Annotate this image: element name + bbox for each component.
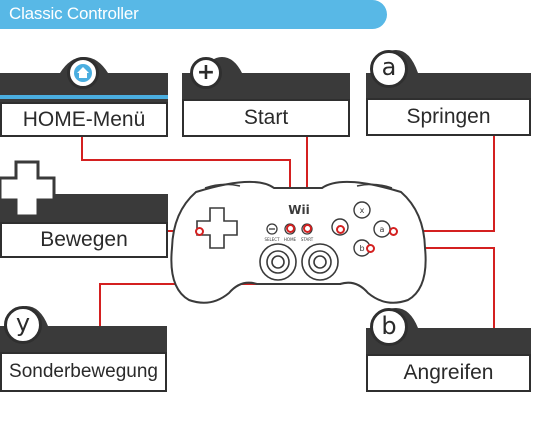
bewegen-label: Bewegen	[0, 222, 168, 258]
dpad-icon	[0, 162, 56, 218]
callout-angreifen: b Angreifen	[366, 308, 531, 392]
callout-bewegen: Bewegen	[0, 158, 168, 258]
start-connector-dot	[303, 224, 312, 233]
home-label: HOME	[284, 237, 297, 242]
callout-springen: a Springen	[366, 50, 531, 136]
plus-icon: +	[190, 57, 222, 89]
left-analog-stick	[259, 243, 297, 281]
start-label-box: Start	[182, 99, 350, 137]
dpad-connector-dot	[195, 227, 204, 236]
select-label: SELECT	[264, 237, 280, 242]
right-analog-stick	[301, 243, 339, 281]
x-button	[353, 201, 371, 219]
page-title: Classic Controller	[9, 4, 139, 23]
springen-label: Springen	[366, 98, 531, 136]
dpad-button	[196, 207, 238, 249]
angreifen-label: Angreifen	[366, 354, 531, 392]
svg-text:a: a	[380, 225, 385, 234]
title-bar: Classic Controller	[0, 0, 387, 29]
callout-sonderbewegung: y Sonderbewegung	[0, 306, 167, 392]
a-connector-dot	[389, 227, 398, 236]
y-button-icon: y	[4, 306, 42, 344]
y-connector-dot	[336, 225, 345, 234]
b-connector-dot	[366, 244, 375, 253]
home-menu-label: HOME-Menü	[0, 102, 168, 137]
callout-start: + Start	[182, 57, 350, 137]
svg-text:b: b	[359, 244, 364, 253]
b-button-icon: b	[370, 308, 408, 346]
start-label: START	[301, 237, 314, 242]
home-icon	[67, 57, 99, 89]
a-button-icon: a	[370, 50, 408, 88]
connector-a	[393, 136, 495, 232]
svg-text:x: x	[360, 206, 365, 215]
sonderbewegung-label: Sonderbewegung	[0, 352, 167, 392]
home-connector-dot	[286, 224, 295, 233]
wii-logo: Wii	[288, 203, 309, 217]
callout-home-menu: HOME-Menü	[0, 57, 168, 137]
